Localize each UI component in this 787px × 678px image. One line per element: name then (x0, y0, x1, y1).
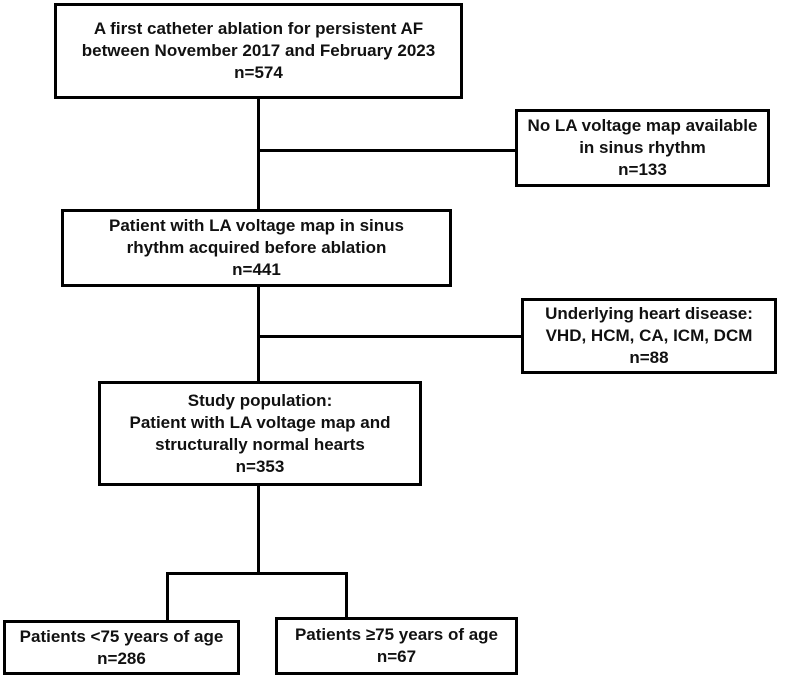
exclusion1-count: n=133 (618, 160, 667, 179)
exclusion1-line-2: in sinus rhythm (579, 138, 706, 157)
under-75-box: Patients <75 years of age n=286 (3, 620, 240, 675)
initial-cohort-line-2: between November 2017 and February 2023 (81, 41, 436, 60)
voltage-map-count: n=441 (232, 260, 281, 279)
voltage-map-cohort-box: Patient with LA voltage map in sinus rhy… (61, 209, 452, 287)
exclusion2-line-1: Underlying heart disease: (545, 304, 753, 323)
exclusion2-line-2: VHD, HCM, CA, ICM, DCM (545, 326, 753, 345)
connector-split-right (345, 572, 348, 619)
under-75-label: Patients <75 years of age (19, 626, 224, 646)
over-75-box: Patients ≥75 years of age n=67 (275, 617, 518, 675)
study-population-line-2: Patient with LA voltage map and (129, 412, 391, 432)
connector-main-middle (257, 286, 260, 382)
connector-exclusion2 (257, 335, 522, 338)
exclusion-heart-disease-box: Underlying heart disease: VHD, HCM, CA, … (521, 298, 777, 374)
initial-cohort-count: n=574 (234, 63, 283, 82)
study-population-box: Study population: Patient with LA voltag… (98, 381, 422, 486)
study-population-line-1: Study population: (187, 390, 333, 410)
voltage-map-line-2: rhythm acquired before ablation (126, 238, 387, 257)
exclusion1-line-1: No LA voltage map available (527, 116, 758, 135)
connector-split-left (166, 572, 169, 622)
over-75-label: Patients ≥75 years of age (294, 625, 499, 644)
study-population-line-3: structurally normal hearts (155, 434, 365, 454)
initial-cohort-line-1: A first catheter ablation for persistent… (93, 19, 424, 38)
over-75-count: n=67 (376, 647, 417, 666)
connector-main-top (257, 98, 260, 210)
voltage-map-line-1: Patient with LA voltage map in sinus (108, 216, 405, 235)
initial-cohort-box: A first catheter ablation for persistent… (54, 3, 463, 99)
study-population-count: n=353 (235, 456, 285, 476)
under-75-count: n=286 (97, 648, 146, 668)
connector-main-bottom (257, 485, 260, 574)
connector-split-horizontal (166, 572, 348, 575)
connector-exclusion1 (257, 149, 516, 152)
exclusion-no-voltage-map-box: No LA voltage map available in sinus rhy… (515, 109, 770, 187)
exclusion2-count: n=88 (629, 348, 669, 367)
